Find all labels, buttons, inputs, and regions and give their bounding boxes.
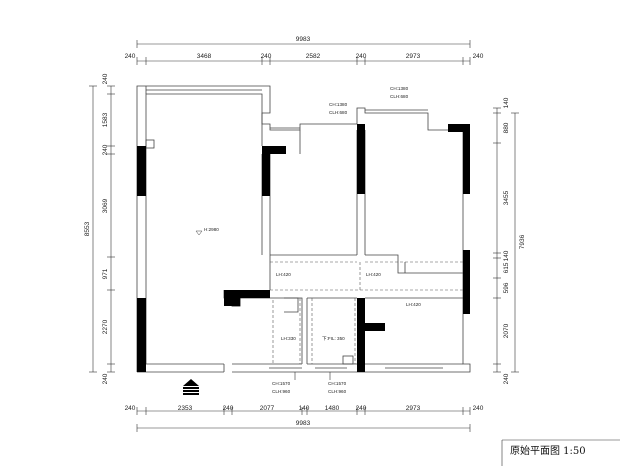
- right-dim-5: 615: [503, 262, 510, 273]
- left-dim-3: 240: [102, 144, 109, 155]
- window-bottom-mid-width: CH:1570: [328, 381, 347, 386]
- beam-middle-label: LH:420: [366, 272, 381, 277]
- window-top-right-height: CLH:680: [390, 94, 409, 99]
- bottom-dim-1: 240: [125, 405, 136, 412]
- bottom-total-dim: 9983: [296, 420, 311, 427]
- beam-bath-label: 下:FIL: 350: [322, 336, 345, 342]
- bottom-dim-7: 240: [356, 405, 367, 412]
- right-dim-6: 596: [503, 282, 510, 293]
- window-bottom-left-width: CH:1570: [272, 381, 291, 386]
- window-annotations: CH:1380 CLH:680 CH:1380 CLH:680 CH:1570 …: [272, 86, 409, 394]
- top-dim-6: 2973: [406, 53, 421, 60]
- room-annotations: H:2980 LH:420 LH:420 LH:420 LH:330 下:FIL…: [195, 227, 421, 342]
- top-dim-5: 240: [356, 53, 367, 60]
- left-dimensions: 8553 240 1583 240 3069 971 2270 240: [84, 73, 115, 384]
- window-bottom-left-height: CLH:960: [272, 389, 291, 394]
- drawing-title: 原始平面图 1:50: [510, 444, 586, 457]
- top-dim-2: 3468: [197, 53, 212, 60]
- top-dimensions: 9983 240 3468 240 2582 240 2973 240: [125, 36, 484, 65]
- right-dim-2: 880: [503, 122, 510, 133]
- right-dim-4: 140: [503, 250, 510, 261]
- beam-living-label: LH:420: [276, 272, 291, 277]
- top-dim-7: 240: [473, 53, 484, 60]
- top-total-dim: 9983: [296, 36, 311, 43]
- left-dim-7: 240: [102, 373, 109, 384]
- entrance-arrow-icon: [183, 379, 199, 395]
- right-total-dim: 7936: [519, 234, 526, 249]
- bottom-dim-3: 240: [223, 405, 234, 412]
- wall-outlines: [136, 85, 471, 373]
- bottom-dim-2: 2353: [178, 405, 193, 412]
- top-dim-1: 240: [125, 53, 136, 60]
- beam-lines: [270, 261, 463, 364]
- left-dim-2: 1583: [102, 112, 109, 127]
- left-dim-5: 971: [102, 268, 109, 279]
- top-dim-3: 240: [261, 53, 272, 60]
- bottom-dim-4: 2077: [260, 405, 275, 412]
- bottom-dim-8: 2973: [406, 405, 421, 412]
- floor-height-label: H:2980: [204, 227, 219, 232]
- title-block: 原始平面图 1:50: [501, 439, 620, 466]
- right-dim-1: 140: [503, 97, 510, 108]
- left-dim-1: 240: [102, 73, 109, 84]
- left-total-dim: 8553: [84, 221, 91, 236]
- bottom-dim-9: 240: [473, 405, 484, 412]
- left-dim-6: 2270: [102, 319, 109, 334]
- top-dim-4: 2582: [306, 53, 321, 60]
- bottom-dimensions: 240 2353 240 2077 140 1480 240 2973 240 …: [125, 405, 484, 432]
- window-top-right-width: CH:1380: [390, 86, 409, 91]
- right-dim-8: 240: [503, 373, 510, 384]
- beam-bottom-right-label: LH:420: [406, 302, 421, 307]
- left-dim-4: 3069: [102, 198, 109, 213]
- right-dim-3: 3455: [503, 190, 510, 205]
- beam-bedroom-label: LH:330: [281, 336, 296, 341]
- window-top-mid-height: CLH:680: [329, 110, 348, 115]
- bottom-dim-5: 140: [299, 405, 310, 412]
- right-dimensions: 140 880 3455 140 615 596 2070 240 7936: [493, 97, 526, 384]
- structural-columns: [137, 124, 470, 372]
- elevation-marker-icon: [195, 230, 203, 236]
- right-dim-7: 2070: [503, 323, 510, 338]
- window-bottom-mid-height: CLH:960: [328, 389, 347, 394]
- bottom-dim-6: 1480: [325, 405, 340, 412]
- window-top-mid-width: CH:1380: [329, 102, 348, 107]
